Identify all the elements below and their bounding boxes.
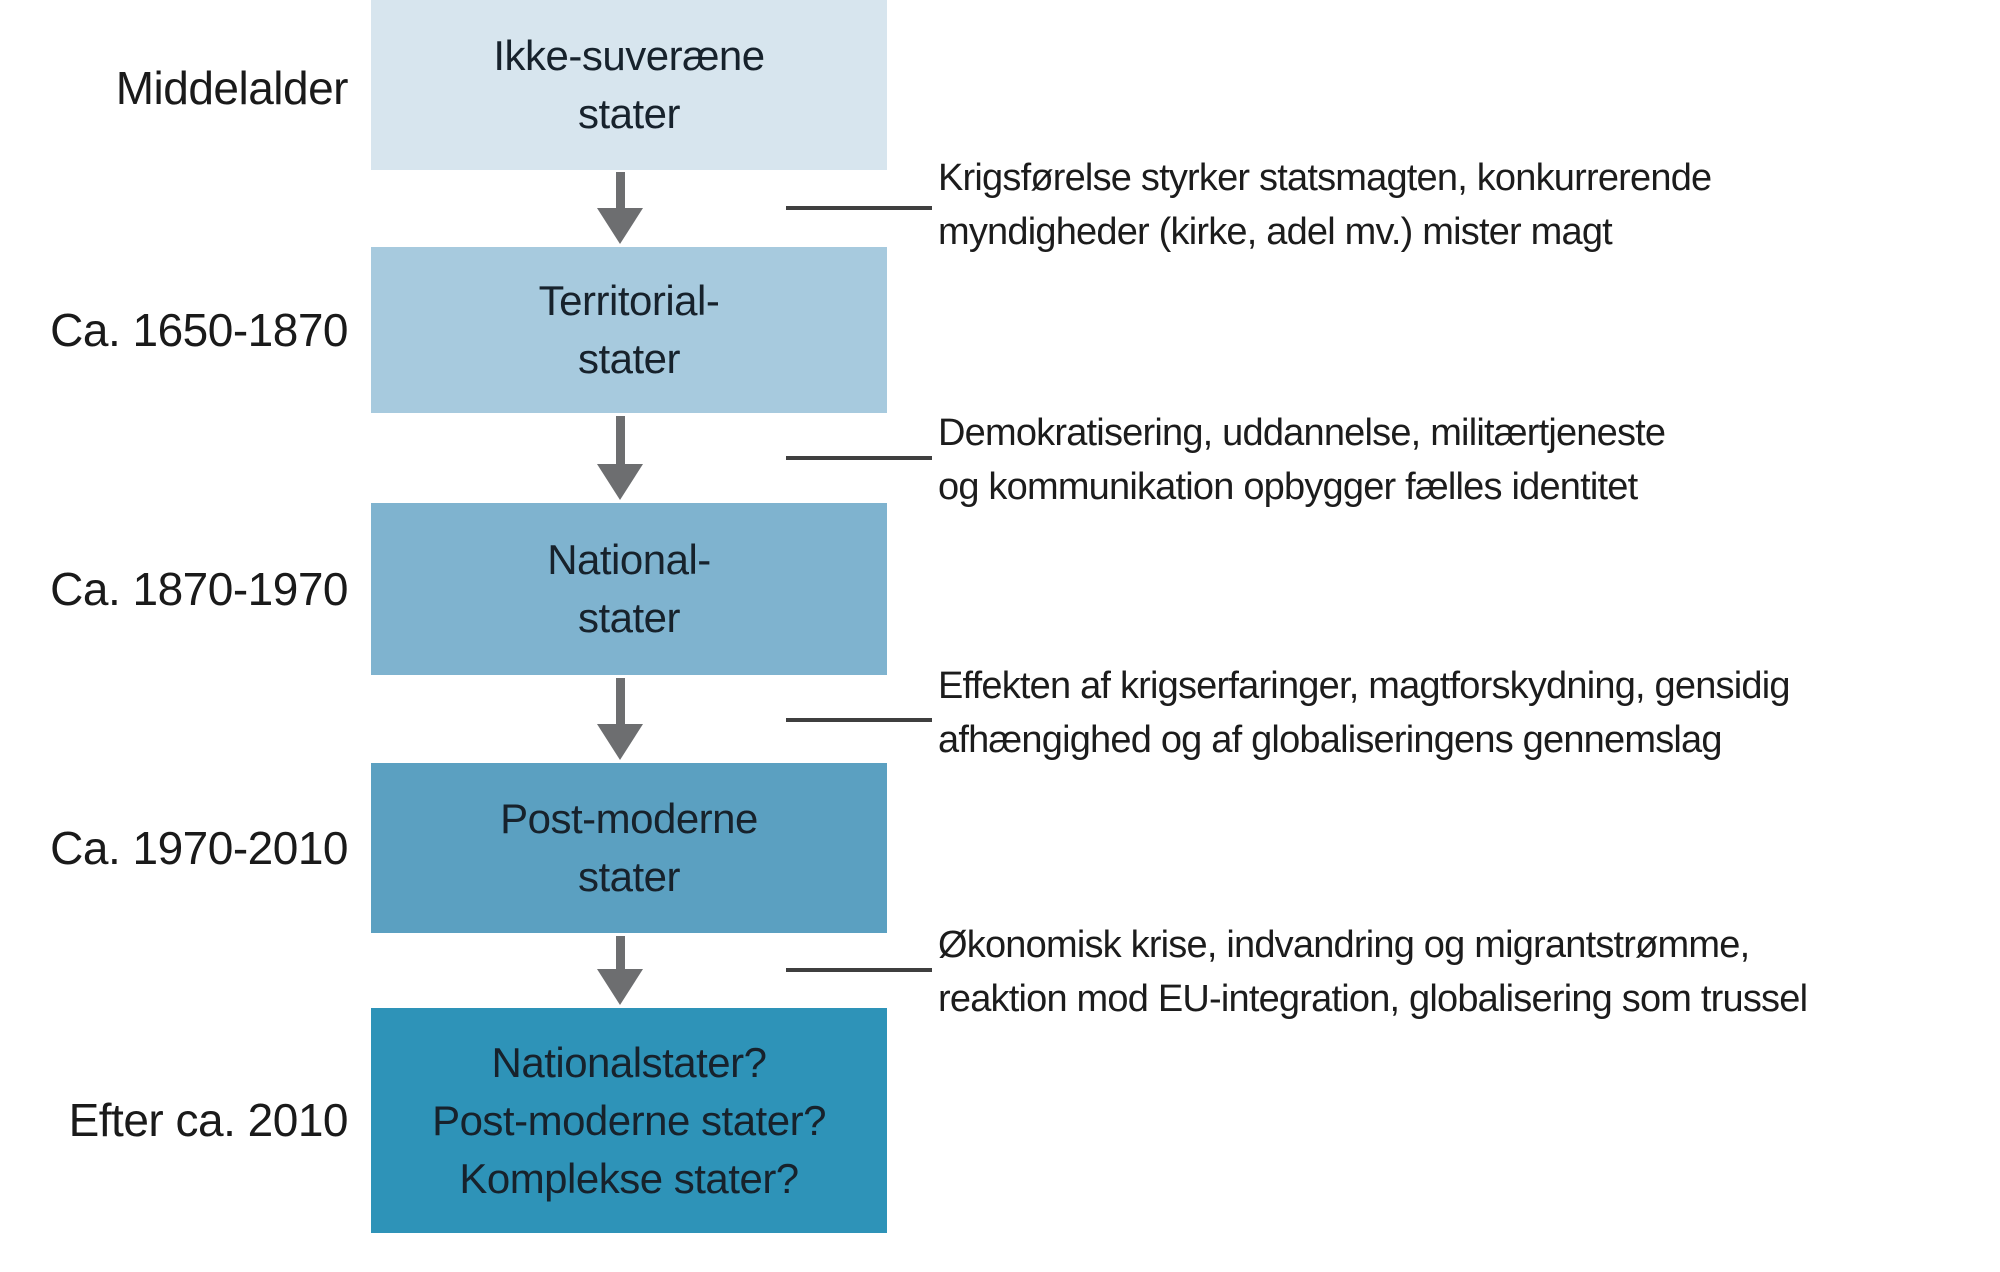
box-text-line: stater xyxy=(577,90,681,137)
box-text-line: Nationalstater? xyxy=(491,1038,768,1086)
box-text-line: stater xyxy=(577,594,681,641)
period-label-middelalder: Middelalder xyxy=(115,62,349,114)
state-box-nationalstater: National- stater xyxy=(371,503,887,675)
box-text-line: Post-moderne stater? xyxy=(432,1096,826,1144)
annotation-text-line: Effekten af krigserfaringer, magtforskyd… xyxy=(938,665,1791,707)
arrow-stem xyxy=(615,416,625,464)
box-text-line: stater xyxy=(577,335,681,382)
annotation-connector-line xyxy=(786,718,932,722)
annotation-text-line: Økonomisk krise, indvandring og migrants… xyxy=(938,924,1750,966)
annotation-connector-line xyxy=(786,206,932,210)
annotation-text-line: myndigheder (kirke, adel mv.) mister mag… xyxy=(938,211,1613,253)
annotation-text-line: Krigsførelse styrker statsmagten, konkur… xyxy=(938,157,1712,199)
down-arrow-icon xyxy=(597,172,643,244)
state-box-ikke-suveraene: Ikke-suveræne stater xyxy=(371,0,887,170)
annotation-text-line: og kommunikation opbygger fælles identit… xyxy=(938,466,1638,508)
period-label-efter-2010: Efter ca. 2010 xyxy=(68,1094,349,1146)
transition-annotation-2: Demokratisering, uddannelse, militærtjen… xyxy=(938,406,1998,514)
arrow-head xyxy=(597,208,643,244)
box-text-line: stater xyxy=(577,853,681,900)
period-label-1650-1870: Ca. 1650-1870 xyxy=(50,304,348,356)
arrow-stem xyxy=(615,678,625,724)
period-label-1870-1970: Ca. 1870-1970 xyxy=(50,563,348,615)
down-arrow-icon xyxy=(597,936,643,1005)
state-box-post-moderne-stater: Post-moderne stater xyxy=(371,763,887,933)
transition-annotation-1: Krigsførelse styrker statsmagten, konkur… xyxy=(938,151,1998,259)
down-arrow-icon xyxy=(597,678,643,760)
box-text-line: Komplekse stater? xyxy=(459,1154,799,1202)
arrow-stem xyxy=(615,172,625,208)
arrow-head xyxy=(597,724,643,760)
box-text-line: Territorial- xyxy=(538,277,720,324)
transition-annotation-4: Økonomisk krise, indvandring og migrants… xyxy=(938,918,1998,1026)
period-label-1970-2010: Ca. 1970-2010 xyxy=(50,822,348,874)
state-box-fremtidens-stater: Nationalstater? Post-moderne stater? Kom… xyxy=(371,1008,887,1233)
annotation-text-line: reaktion mod EU-integration, globaliseri… xyxy=(938,978,1808,1020)
arrow-head xyxy=(597,969,643,1005)
box-text-line: Ikke-suveræne xyxy=(493,32,765,79)
state-box-territorialstater: Territorial- stater xyxy=(371,247,887,413)
annotation-connector-line xyxy=(786,968,932,972)
annotation-text-line: afhængighed og af globaliseringens genne… xyxy=(938,719,1723,761)
box-text-line: National- xyxy=(547,536,711,583)
box-text-line: Post-moderne xyxy=(500,795,758,842)
down-arrow-icon xyxy=(597,416,643,500)
transition-annotation-3: Effekten af krigserfaringer, magtforskyd… xyxy=(938,659,1998,767)
arrow-head xyxy=(597,464,643,500)
annotation-connector-line xyxy=(786,456,932,460)
annotation-text-line: Demokratisering, uddannelse, militærtjen… xyxy=(938,412,1666,454)
arrow-stem xyxy=(615,936,625,969)
